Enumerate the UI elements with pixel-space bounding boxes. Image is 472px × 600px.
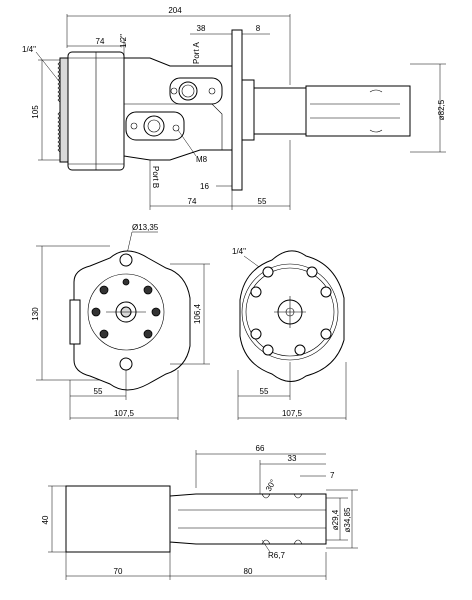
dim-half-inch: 1/2" (119, 34, 128, 48)
dim-70: 70 (114, 567, 123, 576)
dim-204: 204 (168, 6, 182, 15)
dim-dia-29-4: ø29,4 (331, 509, 340, 530)
dim-40: 40 (41, 515, 50, 524)
dim-106-4: 106,4 (193, 303, 202, 324)
dim-80: 80 (244, 567, 253, 576)
dim-55-left: 55 (94, 387, 103, 396)
dim-74-bottom: 74 (188, 197, 197, 206)
front-right-view: 1/4" 55 107,5 (232, 247, 347, 420)
dim-hole-dia: Ø13,35 (132, 223, 159, 232)
label-quarter-inch: 1/4" (22, 45, 36, 54)
dim-107-5-right: 107,5 (282, 409, 303, 418)
label-quarter-inch-right: 1/4" (232, 247, 246, 256)
dim-38: 38 (197, 24, 206, 33)
port-a-label: Port A (192, 42, 201, 64)
dim-8: 8 (256, 24, 261, 33)
dim-105: 105 (31, 105, 40, 119)
dim-shaft-dia: ø82,5 (437, 99, 446, 120)
dim-55-right: 55 (260, 387, 269, 396)
dim-7: 7 (330, 471, 335, 480)
dim-33: 33 (288, 454, 297, 463)
label-m8: M8 (196, 155, 208, 164)
dim-74-top: 74 (96, 37, 105, 46)
dim-16: 16 (200, 182, 209, 191)
dim-r6-7: R6,7 (268, 551, 285, 560)
dim-66: 66 (256, 444, 265, 453)
front-left-view: Ø13,35 130 106,4 55 (31, 223, 210, 420)
dim-107-5-left: 107,5 (114, 409, 135, 418)
port-b-label: Port B (151, 166, 160, 188)
shaft-view: 66 33 7 30° 40 R6,7 ø29,4 ø34,85 (41, 444, 358, 580)
top-view: 204 74 1/2" 38 8 1/4" 105 (22, 6, 446, 210)
dim-130: 130 (31, 307, 40, 321)
dim-30-deg: 30° (264, 478, 278, 493)
dim-dia-34-85: ø34,85 (343, 507, 352, 532)
dim-55-top: 55 (258, 197, 267, 206)
